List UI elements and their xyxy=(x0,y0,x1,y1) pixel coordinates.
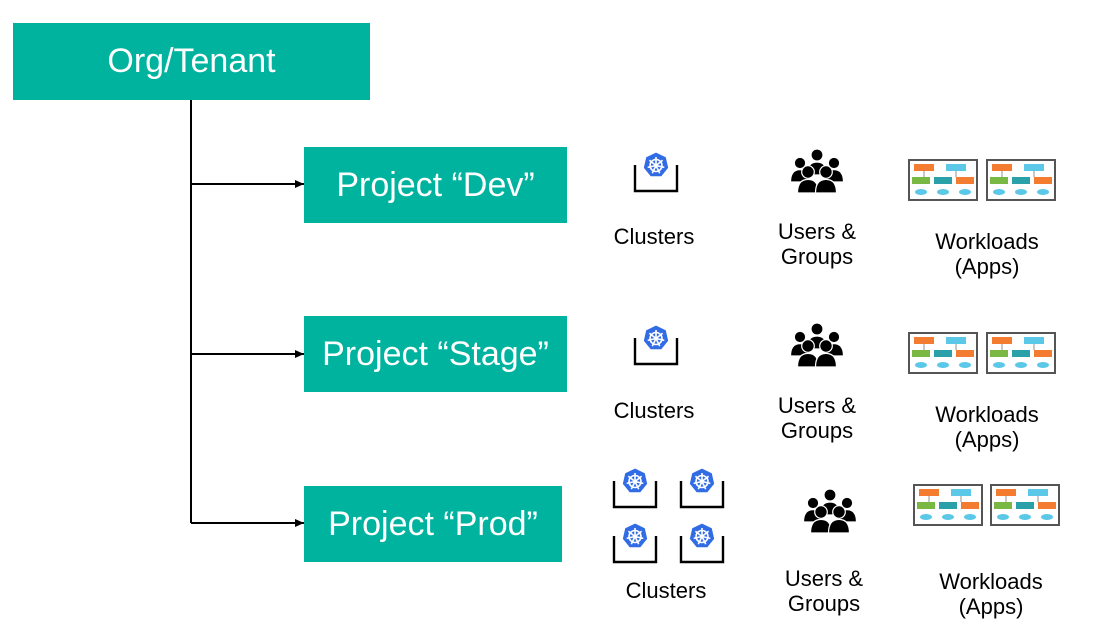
project-dev-box: Project “Dev” xyxy=(304,147,567,223)
project-stage-label: Project “Stage” xyxy=(322,334,549,373)
kubernetes-cluster-icon xyxy=(679,522,725,564)
prod-workloads-line1: Workloads xyxy=(939,569,1043,594)
prod-workloads-label: Workloads (Apps) xyxy=(926,569,1056,619)
stage-users-line1: Users & xyxy=(777,393,857,418)
dev-users-line1: Users & xyxy=(777,219,857,244)
prod-users-label: Users & Groups xyxy=(769,566,879,616)
dev-workloads-label: Workloads (Apps) xyxy=(922,229,1052,279)
stage-users-label: Users & Groups xyxy=(762,393,872,443)
prod-workloads-line2: (Apps) xyxy=(958,594,1024,619)
stage-users-line2: Groups xyxy=(780,418,854,443)
org-tenant-label: Org/Tenant xyxy=(107,42,276,80)
kubernetes-cluster-icon xyxy=(612,522,658,564)
workload-app-icon xyxy=(986,332,1056,374)
stage-workloads-line2: (Apps) xyxy=(954,427,1020,452)
prod-users-line1: Users & xyxy=(784,566,864,591)
project-dev-label: Project “Dev” xyxy=(336,165,535,204)
dev-workloads-line1: Workloads xyxy=(935,229,1039,254)
project-stage-box: Project “Stage” xyxy=(304,316,567,392)
dev-users-label: Users & Groups xyxy=(762,219,872,269)
stage-workloads-line1: Workloads xyxy=(935,402,1039,427)
dev-workloads-line2: (Apps) xyxy=(954,254,1020,279)
project-prod-label: Project “Prod” xyxy=(328,504,538,543)
kubernetes-cluster-icon xyxy=(612,467,658,509)
kubernetes-cluster-icon xyxy=(633,324,679,366)
stage-clusters-text: Clusters xyxy=(613,398,695,423)
stage-workloads-label: Workloads (Apps) xyxy=(922,402,1052,452)
kubernetes-cluster-icon xyxy=(679,467,725,509)
workload-app-icon xyxy=(908,332,978,374)
dev-clusters-text: Clusters xyxy=(613,224,695,249)
stage-clusters-label: Clusters xyxy=(599,398,709,423)
user-group-icon xyxy=(789,148,845,194)
org-tenant-box: Org/Tenant xyxy=(13,23,370,100)
prod-clusters-label: Clusters xyxy=(611,578,721,603)
workload-app-icon xyxy=(986,159,1056,201)
prod-users-line2: Groups xyxy=(787,591,861,616)
user-group-icon xyxy=(789,322,845,368)
workload-app-icon xyxy=(908,159,978,201)
project-prod-box: Project “Prod” xyxy=(304,486,562,562)
dev-clusters-label: Clusters xyxy=(599,224,709,249)
workload-app-icon xyxy=(913,484,983,526)
user-group-icon xyxy=(802,488,858,534)
workload-app-icon xyxy=(990,484,1060,526)
dev-users-line2: Groups xyxy=(780,244,854,269)
prod-clusters-text: Clusters xyxy=(625,578,707,603)
kubernetes-cluster-icon xyxy=(633,151,679,193)
